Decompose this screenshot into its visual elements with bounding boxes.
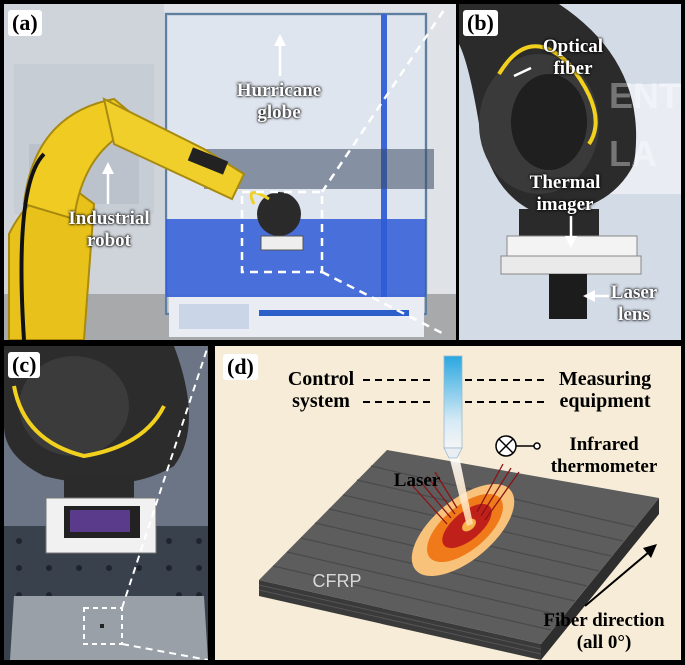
- svg-text:LA: LA: [609, 133, 657, 174]
- panel-a-photo: (a) Hurricane globe Industrial robot: [4, 4, 456, 340]
- thermal-imager-label: Thermal imager: [529, 172, 601, 215]
- infrared-thermometer-label: Infrared thermometer: [550, 434, 658, 477]
- panel-a-tag: (a): [8, 10, 42, 36]
- panel-b-tag: (b): [463, 10, 498, 36]
- panel-c-photo: (c): [4, 346, 208, 660]
- robot-cell-illustration: [4, 4, 456, 340]
- end-effector-illustration: ENT LA: [459, 4, 681, 340]
- panel-c-tag: (c): [8, 352, 41, 378]
- fiber-direction-label: Fiber direction (all 0°): [543, 610, 665, 653]
- laser-heating-schematic: [258, 355, 659, 660]
- measuring-equipment-label: Measuring equipment: [558, 368, 652, 412]
- panel-d-tag: (d): [223, 354, 258, 380]
- control-system-label: Control system: [287, 368, 355, 412]
- industrial-robot-label: Industrial robot: [68, 208, 150, 251]
- hurricane-globe-label: Hurricane globe: [236, 80, 322, 123]
- panel-b-photo: ENT LA (b) Optical fiber Thermal imager …: [459, 4, 681, 340]
- laser-label: Laser: [393, 470, 441, 491]
- cfrp-label: CFRP: [312, 571, 362, 591]
- workpiece-setup-illustration: [4, 346, 208, 660]
- laser-lens-label: Laser lens: [610, 282, 658, 325]
- optical-fiber-label: Optical fiber: [542, 36, 604, 79]
- svg-text:ENT: ENT: [609, 75, 681, 116]
- panel-d-schematic: (d) Control system Measuring equipment I…: [215, 346, 681, 660]
